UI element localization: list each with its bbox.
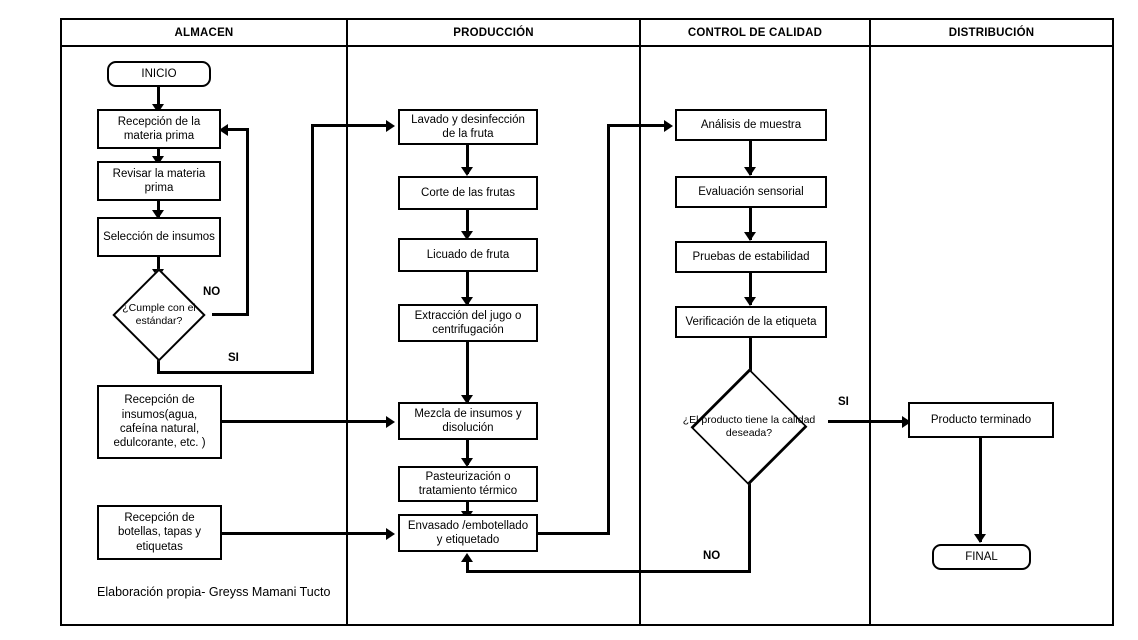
connector-calidad-no-h xyxy=(466,570,750,573)
node-recepcion-insumos[interactable]: Recepción de insumos(agua, cafeína natur… xyxy=(97,385,222,459)
node-mezcla-insumos[interactable]: Mezcla de insumos y disolución xyxy=(398,402,538,440)
node-decision-estandar[interactable]: ¿Cumple con el estándar? xyxy=(104,268,214,362)
node-licuado-fruta[interactable]: Licuado de fruta xyxy=(398,238,538,272)
connector-envasado-analisis-h2 xyxy=(607,124,667,127)
node-seleccion-insumos[interactable]: Selección de insumos xyxy=(97,217,221,257)
arrowhead-corte-licuado xyxy=(461,231,473,240)
connector-estandar-no-v xyxy=(246,128,249,316)
node-recepcion-materia-prima[interactable]: Recepción de la materia prima xyxy=(97,109,221,149)
decision-estandar-label: ¿Cumple con el estándar? xyxy=(122,302,196,327)
connector-inicio-recepcion xyxy=(157,87,160,109)
node-producto-terminado[interactable]: Producto terminado xyxy=(908,402,1054,438)
arrowhead-mezcla-pasteurizacion xyxy=(461,458,473,467)
lane-title-distribucion: DISTRIBUCIÓN xyxy=(948,26,1035,39)
connector-calidad-no-return xyxy=(466,562,469,572)
connector-estandar-si-h xyxy=(157,371,314,374)
connector-mezcla-pasteurizacion xyxy=(466,440,469,465)
connector-lavado-corte xyxy=(466,145,469,174)
node-pruebas-estabilidad[interactable]: Pruebas de estabilidad xyxy=(675,241,827,273)
lane-title-calidad: CONTROL DE CALIDAD xyxy=(687,26,823,39)
connector-extraccion-mezcla xyxy=(466,342,469,402)
connector-envasado-analisis-h1 xyxy=(536,532,610,535)
edge-label-calidad-no: NO xyxy=(703,550,721,562)
connector-estandar-no-h xyxy=(212,313,249,316)
node-inicio[interactable]: INICIO xyxy=(107,61,211,87)
arrowhead-calidad-si xyxy=(902,415,911,428)
connector-pruebas-verificacion xyxy=(749,273,752,305)
node-pasteurizacion[interactable]: Pasteurización o tratamiento térmico xyxy=(398,466,538,502)
connector-estandar-no-return xyxy=(228,128,249,131)
arrowhead-estandar-no xyxy=(219,123,228,136)
edge-label-calidad-si: SI xyxy=(838,396,849,408)
edge-label-estandar-si: SI xyxy=(228,352,239,364)
connector-estandar-si-v1 xyxy=(157,350,160,374)
connector-verificacion-decision xyxy=(749,338,752,386)
arrowhead-envasado-analisis xyxy=(664,119,673,132)
arrowhead-insumos-mezcla xyxy=(386,415,395,428)
arrowhead-evaluacion-pruebas xyxy=(744,232,756,241)
connector-estandar-si-to-lavado xyxy=(311,124,389,127)
node-decision-calidad[interactable]: ¿El producto tiene la calidad deseada? xyxy=(668,368,830,486)
node-revisar-materia-prima[interactable]: Revisar la materia prima xyxy=(97,161,221,201)
arrowhead-producto-final xyxy=(974,534,986,543)
connector-corte-licuado xyxy=(466,210,469,237)
connector-analisis-evaluacion xyxy=(749,141,752,175)
node-envasado-etiquetado[interactable]: Envasado /embotellado y etiquetado xyxy=(398,514,538,552)
diagram-caption: Elaboración propia- Greyss Mamani Tucto xyxy=(97,585,331,599)
node-recepcion-botellas[interactable]: Recepción de botellas, tapas y etiquetas xyxy=(97,505,222,560)
node-verificacion-etiqueta[interactable]: Verificación de la etiqueta xyxy=(675,306,827,338)
arrowhead-analisis-evaluacion xyxy=(744,167,756,176)
arrowhead-extraccion-mezcla xyxy=(461,395,473,404)
connector-seleccion-decision xyxy=(157,257,160,277)
lane-title-produccion: PRODUCCIÓN xyxy=(453,26,534,39)
connector-calidad-no-v xyxy=(748,466,751,573)
arrowhead-recepcion-revisar xyxy=(152,156,164,165)
header-separator xyxy=(60,45,1114,47)
connector-revisar-seleccion xyxy=(157,201,160,217)
node-corte-frutas[interactable]: Corte de las frutas xyxy=(398,176,538,210)
lane-divider-1 xyxy=(346,18,348,626)
connector-calidad-si xyxy=(828,420,906,423)
connector-envasado-analisis-v xyxy=(607,124,610,535)
node-final[interactable]: FINAL xyxy=(932,544,1031,570)
arrowhead-lavado-corte xyxy=(461,167,473,176)
lane-divider-2 xyxy=(639,18,641,626)
connector-estandar-si-v2 xyxy=(311,124,314,373)
arrowhead-pruebas-verificacion xyxy=(744,297,756,306)
swimlane-frame xyxy=(60,18,1114,626)
connector-pasteurizacion-envasado xyxy=(466,502,469,519)
decision-calidad-label: ¿El producto tiene la calidad deseada? xyxy=(682,414,816,439)
arrowhead-estandar-si xyxy=(386,119,395,132)
arrowhead-calidad-no xyxy=(461,553,473,562)
connector-licuado-extraccion xyxy=(466,272,469,304)
edge-label-estandar-no: NO xyxy=(203,286,221,298)
arrowhead-licuado-extraccion xyxy=(461,297,473,306)
node-analisis-muestra[interactable]: Análisis de muestra xyxy=(675,109,827,141)
node-evaluacion-sensorial[interactable]: Evaluación sensorial xyxy=(675,176,827,208)
arrowhead-inicio-recepcion xyxy=(152,104,164,113)
arrowhead-botellas-envasado xyxy=(386,527,395,540)
lane-divider-3 xyxy=(869,18,871,626)
connector-producto-final xyxy=(979,438,982,542)
connector-botellas-envasado xyxy=(221,532,389,535)
node-lavado-desinfeccion[interactable]: Lavado y desinfección de la fruta xyxy=(398,109,538,145)
arrowhead-revisar-seleccion xyxy=(152,210,164,219)
lane-title-almacen: ALMACEN xyxy=(174,26,234,39)
node-extraccion-jugo[interactable]: Extracción del jugo o centrifugación xyxy=(398,304,538,342)
connector-insumos-mezcla xyxy=(221,420,389,423)
connector-evaluacion-pruebas xyxy=(749,208,752,240)
